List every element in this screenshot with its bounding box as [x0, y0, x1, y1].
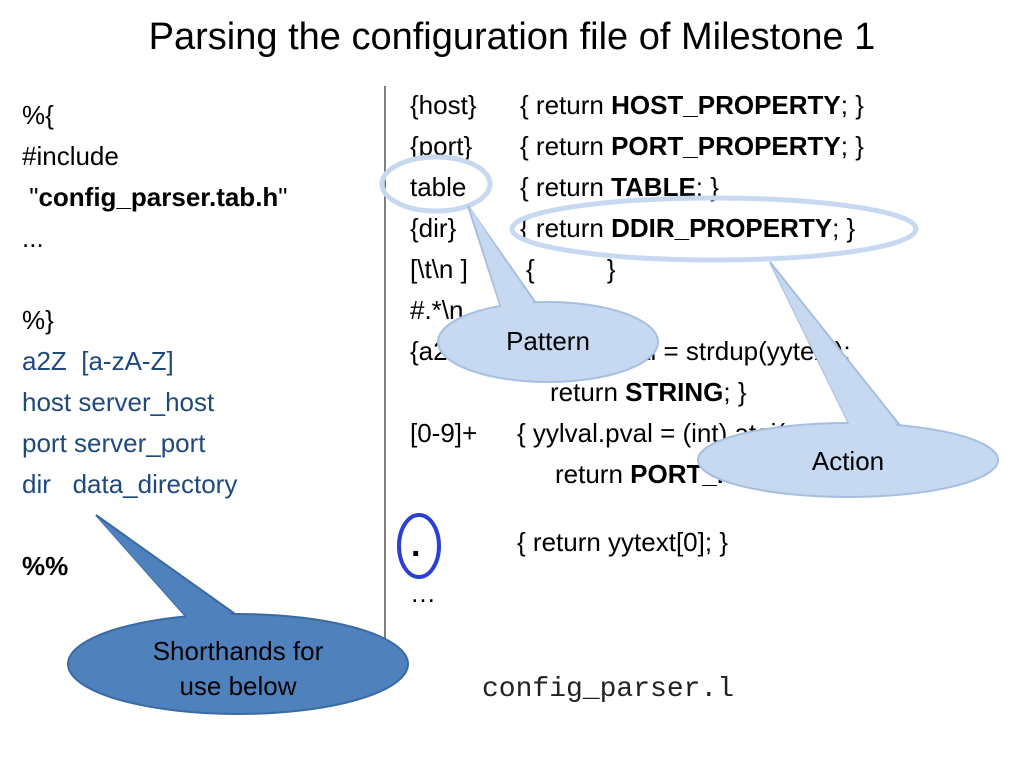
action-callout-label: Action [811, 446, 885, 476]
column-divider [384, 86, 386, 646]
rule-action-host: { return HOST_PROPERTY; } [520, 90, 864, 120]
rule-pattern-dir: {dir} [410, 213, 457, 243]
rule-pattern-digits: [0-9]+ [410, 418, 478, 448]
action-prefix: return [555, 459, 631, 489]
pattern-callout [437, 205, 659, 383]
action-suffix: ; } [723, 377, 747, 407]
rule-pattern-table: table [410, 172, 467, 202]
token-host-property: HOST_PROPERTY [611, 90, 841, 120]
action-prefix: { return [520, 90, 612, 120]
section-marker: %% [22, 551, 69, 581]
action-suffix: ; } [840, 90, 864, 120]
rule-pattern-any-char: . [411, 526, 421, 564]
definition-dir: dir data_directory [22, 469, 238, 499]
file-name-caption: config_parser.l [482, 674, 735, 705]
code-include: #include [22, 141, 119, 171]
quote-close: " [278, 182, 288, 212]
action-suffix: ; } [840, 131, 864, 161]
token-string: STRING [625, 377, 724, 407]
code-include-file-line: "config_parser.tab.h" [22, 182, 288, 212]
dot-highlight-circle [397, 513, 441, 579]
code-close-brace: %} [22, 305, 54, 335]
definition-host: host server_host [22, 387, 215, 417]
action-prefix: { return [520, 172, 612, 202]
action-callout [697, 261, 999, 498]
shorthands-callout-label: Shorthands for use below [68, 634, 408, 704]
action-prefix: { return [520, 213, 612, 243]
code-trailing-ellipsis: … [410, 578, 436, 608]
rule-pattern-host: {host} [410, 90, 477, 120]
rule-action-dir: { return DDIR_PROPERTY; } [520, 213, 855, 243]
table-highlight-circle [379, 154, 493, 214]
token-port-property: PORT_PROPERTY [611, 131, 841, 161]
code-ellipsis: ... [22, 223, 44, 253]
definition-port: port server_port [22, 428, 206, 458]
action-suffix: ; } [832, 213, 856, 243]
rule-action-a2z-return: return STRING; } [550, 377, 747, 407]
code-open-brace: %{ [22, 100, 54, 130]
action-prefix: { return [520, 131, 612, 161]
rule-action-port: { return PORT_PROPERTY; } [520, 131, 864, 161]
definition-a2z: a2Z [a-zA-Z] [22, 346, 174, 376]
action-suffix: ; } [695, 172, 719, 202]
shorthands-callout [67, 514, 409, 715]
pattern-callout-label: Pattern [506, 326, 590, 356]
quote-open: " [22, 182, 39, 212]
rule-pattern-whitespace: [\t\n ] [410, 254, 468, 284]
slide-title: Parsing the configuration file of Milest… [148, 16, 876, 58]
shorthands-line-2: use below [179, 671, 297, 701]
rule-action-whitespace: { } [526, 254, 616, 284]
rule-action-any-char: { return yytext[0]; } [517, 527, 728, 557]
shorthands-line-1: Shorthands for [152, 636, 324, 666]
action-highlight-ellipse [509, 195, 919, 263]
token-ddir-property: DDIR_PROPERTY [611, 213, 833, 243]
include-file-name: config_parser.tab.h [38, 182, 279, 212]
